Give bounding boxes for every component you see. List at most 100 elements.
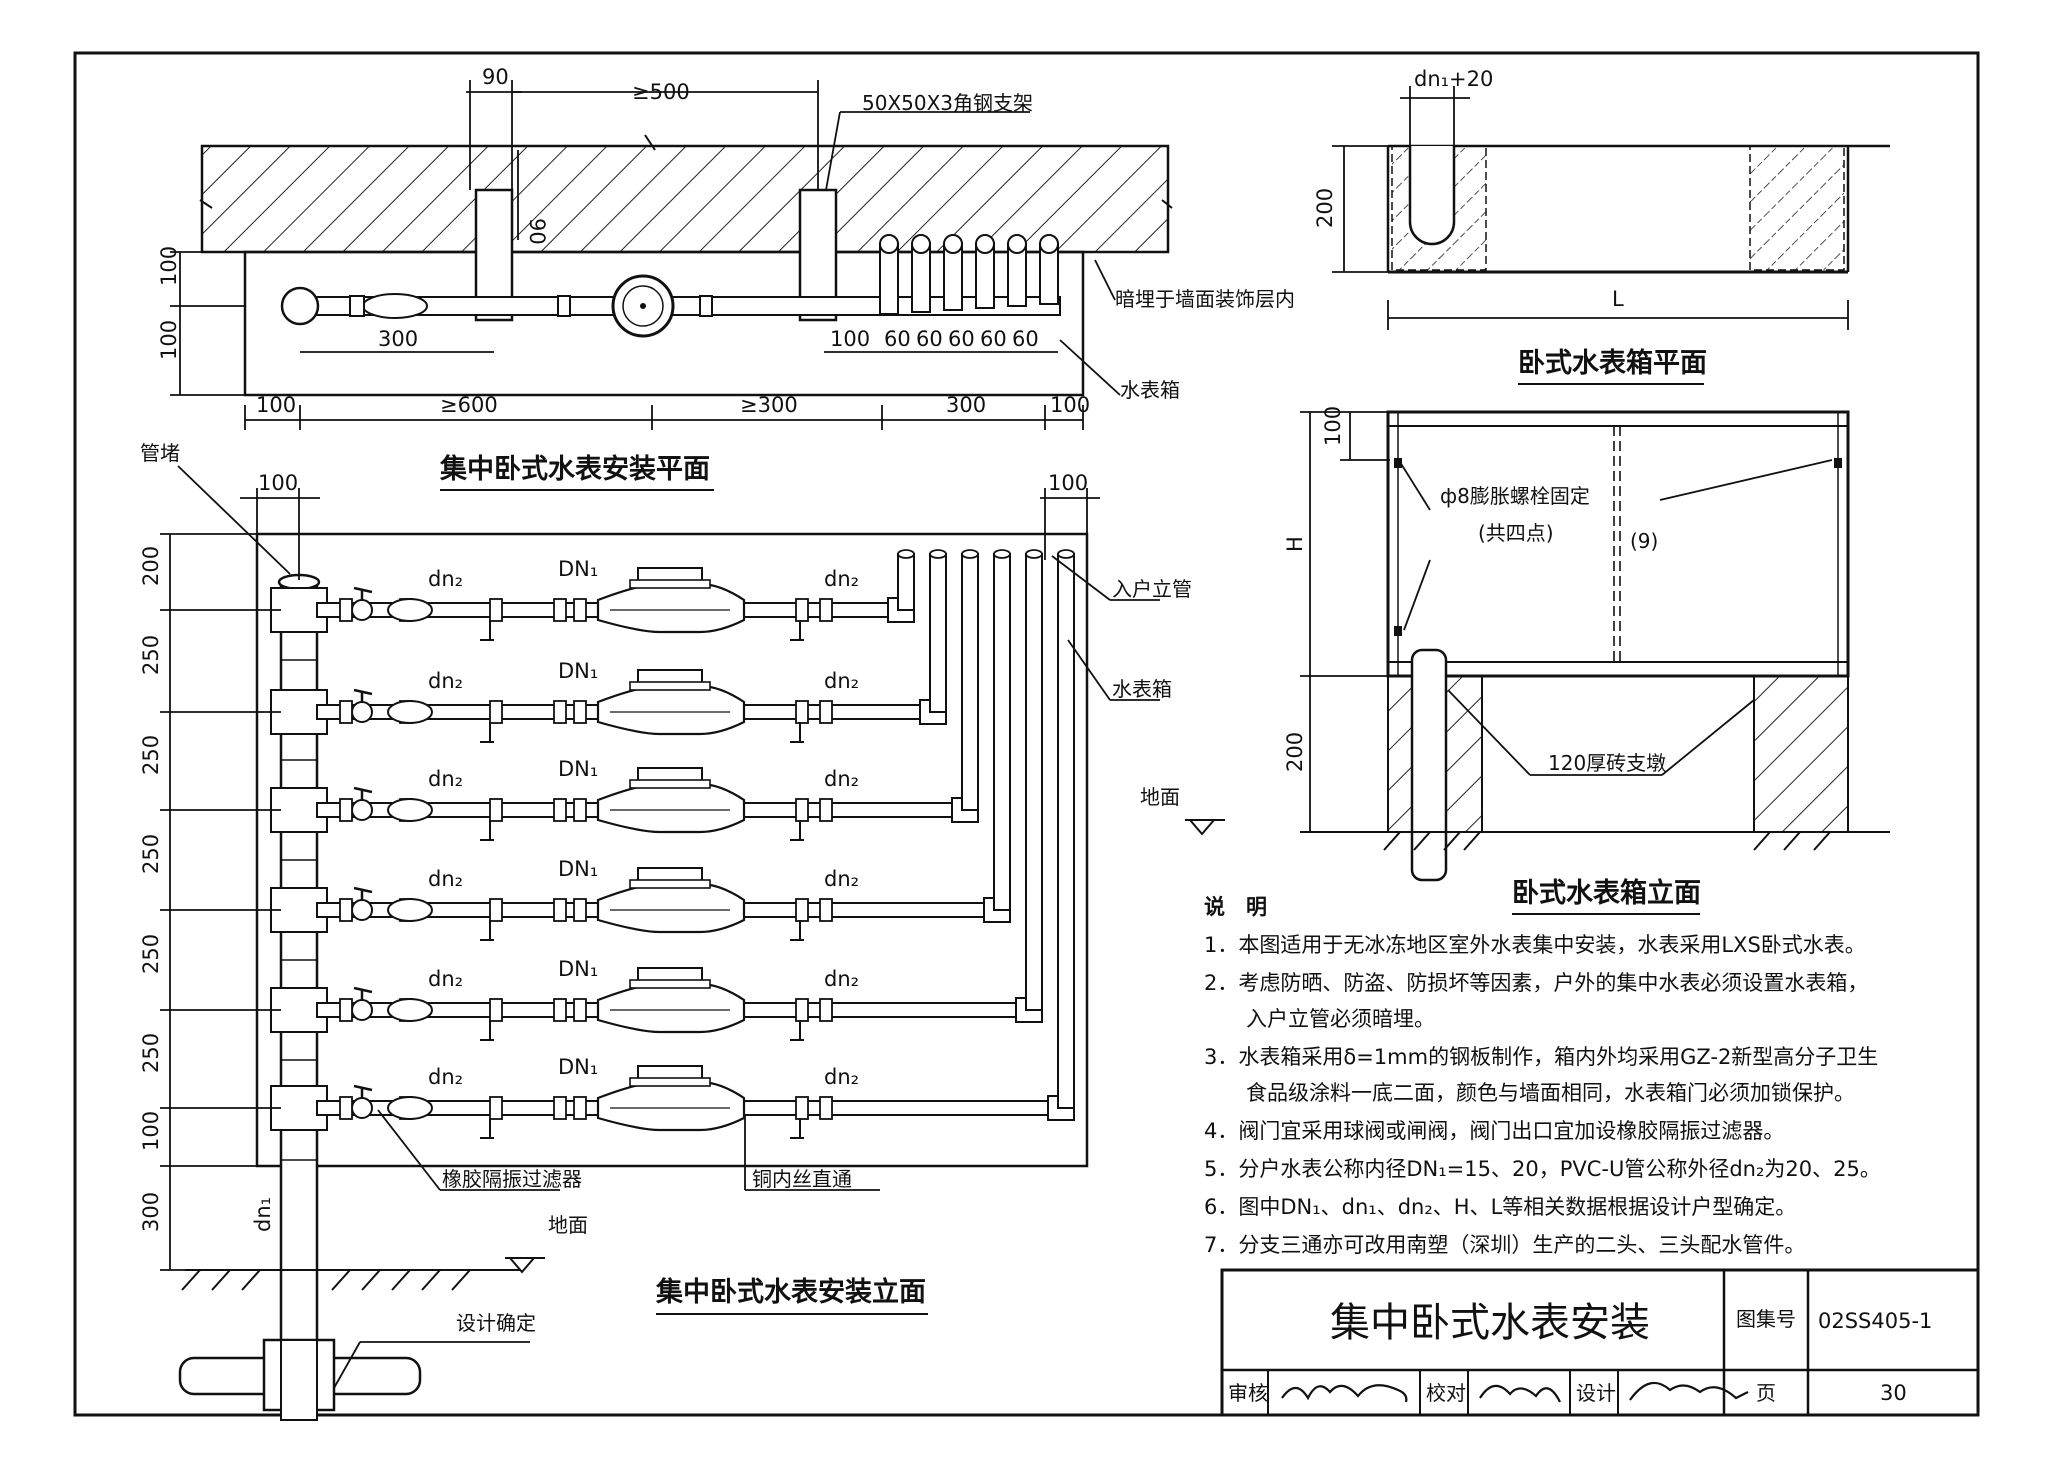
dn2-label: dn₂ — [428, 867, 463, 891]
note-line-5: 食品级涂料一底二面，颜色与墙面相同，水表箱门必须加锁保护。 — [1204, 1081, 1855, 1105]
dn2-label: dn₂ — [824, 669, 859, 693]
dim-inner-60b: 60 — [916, 327, 943, 351]
elev-vertical-dim: 100 — [139, 1111, 163, 1151]
dim-bottom-100b: 100 — [1050, 393, 1090, 417]
tank-plan-view: dn₁+20 200 L 卧式水表箱平面 — [1313, 67, 1890, 385]
dim-left-2: 100 — [157, 320, 181, 360]
riser-pipe — [897, 553, 915, 611]
dn2-label: dn₂ — [428, 767, 463, 791]
note-line-6: 4．阀门宜采用球阀或闸阀，阀门出口宜加设橡胶隔振过滤器。 — [1204, 1119, 1784, 1143]
dn2-label: dn₂ — [824, 867, 859, 891]
dim-left-1: 100 — [157, 246, 181, 286]
tank-dim-200: 200 — [1283, 732, 1307, 772]
note-line-7: 5．分户水表公称内径DN₁=15、20，PVC-U管公称外径dn₂为20、25。 — [1204, 1157, 1881, 1181]
riser-pipe — [929, 553, 947, 713]
dn2-label: dn₂ — [428, 669, 463, 693]
DN1-label: DN₁ — [558, 957, 598, 981]
design-label-tb: 设计 — [1576, 1381, 1616, 1405]
dim-inner-300: 300 — [378, 327, 418, 351]
riser-pipe — [1057, 553, 1075, 1109]
elev-vertical-dim: 250 — [139, 735, 163, 775]
riser-label: 入户立管 — [1112, 577, 1192, 601]
DN1-label: DN₁ — [558, 659, 598, 683]
dim-inner-60a: 60 — [884, 327, 911, 351]
angle-bracket-label: 50X50X3角钢支架 — [862, 91, 1033, 115]
dim-inner-60e: 60 — [1012, 327, 1039, 351]
bolt-label-2: (共四点) — [1478, 521, 1554, 545]
plan-meter-box — [243, 250, 1085, 397]
tank-dim-H: H — [1283, 536, 1307, 552]
elev-vertical-dim: 250 — [139, 934, 163, 974]
dim-500: ≥500 — [632, 80, 690, 104]
plan-title: 集中卧式水表安装平面 — [439, 453, 710, 485]
plan-risers — [879, 234, 1059, 315]
note-line-1: 1．本图适用于无冰冻地区室外水表集中安装，水表采用LXS卧式水表。 — [1204, 933, 1866, 957]
atlas-number: 02SS405-1 — [1818, 1309, 1932, 1333]
dim-inner-60c: 60 — [948, 327, 975, 351]
riser-pipe — [993, 553, 1011, 911]
pipe-cap-label: 管堵 — [140, 441, 180, 465]
brick-label: 120厚砖支墩 — [1548, 751, 1666, 775]
filter-label: 橡胶隔振过滤器 — [442, 1167, 582, 1191]
dn2-label: dn₂ — [824, 1065, 859, 1089]
right-risers — [897, 549, 1075, 1109]
note-line-3: 入户立管必须暗埋。 — [1204, 1007, 1435, 1031]
branch-row: dn₂ DN₁ dn₂ — [316, 659, 947, 743]
signature-check — [1479, 1384, 1561, 1403]
inner-mark: (9) — [1630, 529, 1658, 553]
elev-meter-box — [255, 532, 1089, 1168]
plan-view: 90 ≥500 90 50X50X3角钢支架 暗埋于墙面装饰层内 水表箱 100… — [157, 65, 1295, 491]
dim-inner-60d: 60 — [980, 327, 1007, 351]
page-number: 30 — [1880, 1381, 1907, 1405]
elev-vertical-dim: 250 — [139, 635, 163, 675]
tank-elevation-view: 100 H 200 ф8膨胀螺栓固定 (共四点) (9) 120厚砖支墩 地面 … — [1140, 406, 1890, 915]
check-label: 校对 — [1426, 1381, 1466, 1405]
dim-bottom-300b: 300 — [946, 393, 986, 417]
tank-ground-label: 地面 — [1140, 785, 1180, 809]
dn1-vertical-label: dn₁ — [251, 1197, 275, 1232]
elev-vertical-dim: 250 — [139, 1033, 163, 1073]
elev-ground-label: 地面 — [548, 1213, 588, 1237]
DN1-label: DN₁ — [558, 557, 598, 581]
atlas-label: 图集号 — [1736, 1307, 1796, 1331]
elev-ground — [181, 1257, 545, 1291]
elev-title: 集中卧式水表安装立面 — [655, 1276, 926, 1308]
tank-dim-left: 200 — [1313, 188, 1337, 228]
elev-box-label: 水表箱 — [1112, 677, 1172, 701]
dim-bottom-100a: 100 — [256, 393, 296, 417]
drawing-title: 集中卧式水表安装 — [1330, 1300, 1650, 1346]
tank-dim-100: 100 — [1321, 406, 1345, 446]
design-label: 设计确定 — [456, 1311, 536, 1335]
tank-elev-title: 卧式水表箱立面 — [1512, 877, 1701, 909]
dim-bottom-300a: ≥300 — [740, 393, 798, 417]
tank-plan-title: 卧式水表箱平面 — [1518, 347, 1707, 379]
dn2-label: dn₂ — [824, 567, 859, 591]
note-line-8: 6．图中DN₁、dn₁、dn₂、H、L等相关数据根据设计户型确定。 — [1204, 1195, 1796, 1219]
fitting-label: 铜内丝直通 — [752, 1167, 852, 1191]
dim-right-100: 100 — [1048, 471, 1088, 495]
signature-review — [1281, 1384, 1408, 1403]
notes: 说 明 1．本图适用于无冰冻地区室外水表集中安装，水表采用LXS卧式水表。 2．… — [1204, 895, 1881, 1257]
tank-box — [1386, 410, 1850, 678]
embed-label: 暗埋于墙面装饰层内 — [1115, 287, 1295, 311]
signature-design — [1629, 1381, 1749, 1401]
page-label: 页 — [1756, 1381, 1776, 1405]
dim-inner-100: 100 — [830, 327, 870, 351]
dim-bottom-600: ≥600 — [440, 393, 498, 417]
tank-dim-top: dn₁+20 — [1414, 67, 1493, 91]
DN1-label: DN₁ — [558, 757, 598, 781]
notes-heading: 说 明 — [1204, 895, 1267, 919]
note-line-9: 7．分支三通亦可改用南塑（深圳）生产的二头、三头配水管件。 — [1204, 1233, 1805, 1257]
note-line-4: 3．水表箱采用δ=1mm的钢板制作，箱内外均采用GZ-2新型高分子卫生 — [1204, 1045, 1878, 1069]
plan-riser-circle — [280, 286, 320, 326]
sheet-frame — [73, 51, 1980, 1417]
riser-pipe — [961, 553, 979, 811]
tank-dim-L: L — [1612, 287, 1624, 311]
elev-vertical-dim: 300 — [139, 1192, 163, 1232]
